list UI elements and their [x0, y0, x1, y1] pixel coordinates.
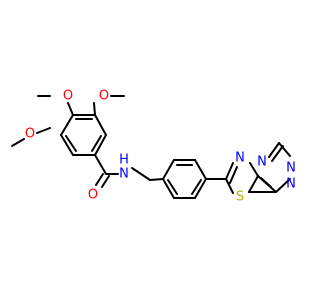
- bond: [65, 135, 77, 152]
- bond: [101, 175, 110, 188]
- bond: [67, 102, 74, 116]
- bond: [268, 142, 280, 158]
- amide-nitrogen-label: N: [119, 167, 129, 182]
- bridgehead-nitrogen-label: N: [257, 155, 267, 170]
- bond: [194, 178, 207, 199]
- bond: [60, 114, 74, 136]
- bond: [93, 102, 96, 116]
- bonds: [11, 95, 291, 199]
- bond: [249, 162, 259, 177]
- bond: [225, 178, 234, 194]
- chemical-structure-drawing: O O O O N H N N N N S: [11, 89, 296, 205]
- bond: [225, 162, 234, 180]
- structure-canvas: O O O O N H N N N N S: [11, 88, 296, 205]
- thiadiazole-nitrogen-label: N: [235, 151, 245, 166]
- bond: [278, 142, 291, 157]
- bond: [229, 166, 238, 184]
- amide-hydrogen-label: H: [119, 153, 129, 168]
- triazole-nitrogen-label: N: [286, 161, 296, 176]
- sulfur-label: S: [236, 190, 244, 205]
- carbonyl-oxygen-label: O: [88, 188, 98, 203]
- bond: [131, 167, 151, 181]
- bond: [167, 179, 178, 195]
- oxygen-label: O: [99, 89, 109, 104]
- atom-labels: O O O O N H N N N N S: [25, 89, 296, 205]
- bond: [95, 173, 104, 186]
- bond: [162, 178, 175, 199]
- bond: [94, 134, 107, 156]
- bond: [11, 138, 25, 147]
- bond: [275, 178, 291, 193]
- bond: [194, 159, 207, 180]
- bond: [260, 177, 272, 188]
- bond: [94, 154, 107, 175]
- bond: [149, 178, 164, 181]
- bond: [248, 175, 259, 193]
- bond: [91, 135, 102, 152]
- bond: [94, 114, 107, 136]
- oxygen-label: O: [25, 127, 35, 142]
- oxygen-label: O: [63, 89, 73, 104]
- bond: [191, 179, 202, 195]
- bond: [60, 134, 74, 156]
- bond: [36, 127, 51, 134]
- bond: [162, 159, 175, 180]
- bond: [271, 145, 284, 162]
- triazole-nitrogen-label: N: [286, 177, 296, 192]
